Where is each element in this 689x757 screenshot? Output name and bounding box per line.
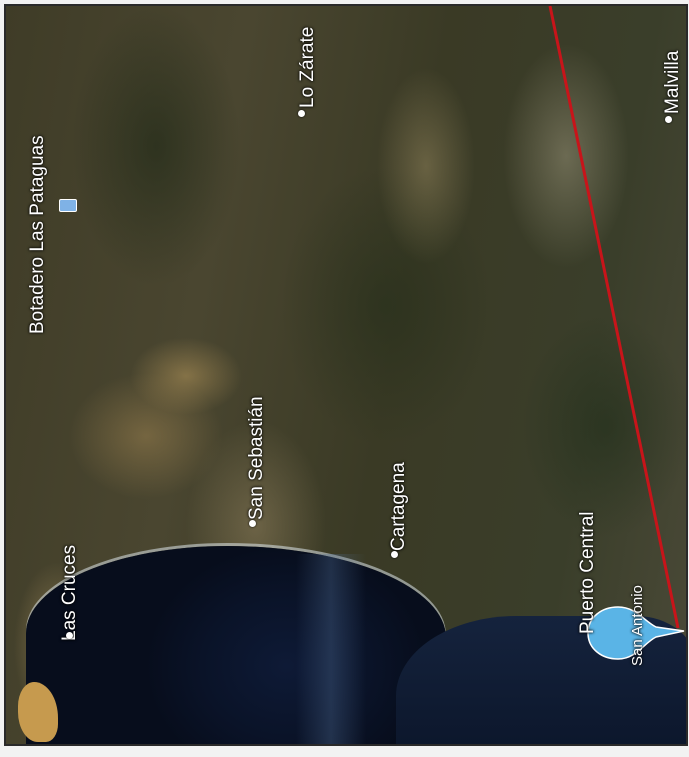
bay-water-reflection [296, 554, 366, 744]
place-dot-las-cruces [66, 632, 73, 639]
place-dot-san-sebastian [249, 520, 256, 527]
place-label-cartagena: Cartagena [388, 462, 409, 551]
place-label-san-sebastian: San Sebastián [246, 396, 267, 520]
place-label-las-cruces: Las Cruces [59, 544, 80, 641]
location-pin-icon[interactable] [584, 601, 688, 666]
place-label-lo-zarate: Lo Zárate [297, 26, 318, 108]
place-label-puerto-central: Puerto Central [577, 511, 598, 634]
route-line [548, 6, 680, 629]
place-label-botadero: Botadero Las Pataguas [27, 135, 48, 334]
place-dot-cartagena [391, 551, 398, 558]
place-dot-lo-zarate [298, 110, 305, 117]
landfill-marker-icon[interactable] [59, 199, 77, 212]
bay-water [26, 546, 446, 744]
place-label-san-antonio: San Antonio [629, 585, 646, 666]
place-dot-malvilla [665, 116, 672, 123]
map-frame: Malvilla Lo Zárate Botadero Las Pataguas… [4, 4, 688, 746]
place-label-malvilla: Malvilla [662, 50, 683, 114]
